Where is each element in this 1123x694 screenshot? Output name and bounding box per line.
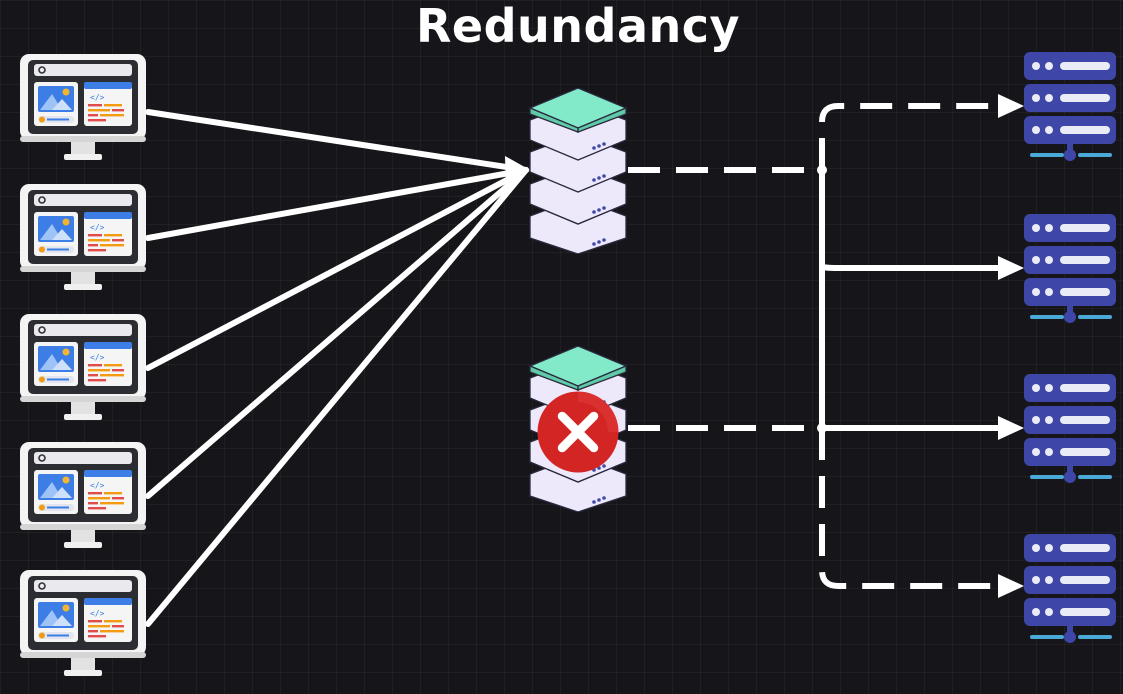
client-arrow-head xyxy=(505,156,530,186)
server-connections xyxy=(628,103,1012,589)
desktop-monitor-icon xyxy=(19,569,147,677)
junction-dot xyxy=(817,423,827,433)
junction-dot xyxy=(817,165,827,175)
failure-x-icon[interactable] xyxy=(538,392,619,473)
desktop-monitor-icon xyxy=(19,53,147,161)
client-link-3 xyxy=(145,167,529,371)
connection-arrowheads xyxy=(817,94,1024,598)
standby-branch-bottom xyxy=(819,428,1012,589)
client-link-2 xyxy=(145,167,529,241)
server-rack-icon xyxy=(1024,534,1116,643)
page-title: Redundancy xyxy=(415,0,740,53)
server-rack-icon xyxy=(1024,52,1116,161)
arrow-head-3 xyxy=(998,416,1024,440)
client-link-5 xyxy=(145,167,529,627)
arrow-head-2 xyxy=(998,256,1024,280)
desktop-monitor-icon xyxy=(19,313,147,421)
clients-column xyxy=(19,53,147,677)
client-link-4 xyxy=(145,167,529,499)
desktop-monitor-icon xyxy=(19,441,147,549)
servers-column xyxy=(1024,52,1116,643)
active-branch-2 xyxy=(819,263,1012,271)
arrow-head-1 xyxy=(998,94,1024,118)
client-connections xyxy=(145,109,529,627)
client-link-1 xyxy=(145,109,529,173)
failed-load-balancer xyxy=(529,346,627,512)
server-rack-icon xyxy=(1024,374,1116,483)
arrow-head-4 xyxy=(998,574,1024,598)
server-rack-icon xyxy=(1024,214,1116,323)
load-balancer-stack-icon xyxy=(529,88,627,254)
standby-branch-top xyxy=(819,103,1012,170)
desktop-monitor-icon xyxy=(19,183,147,291)
